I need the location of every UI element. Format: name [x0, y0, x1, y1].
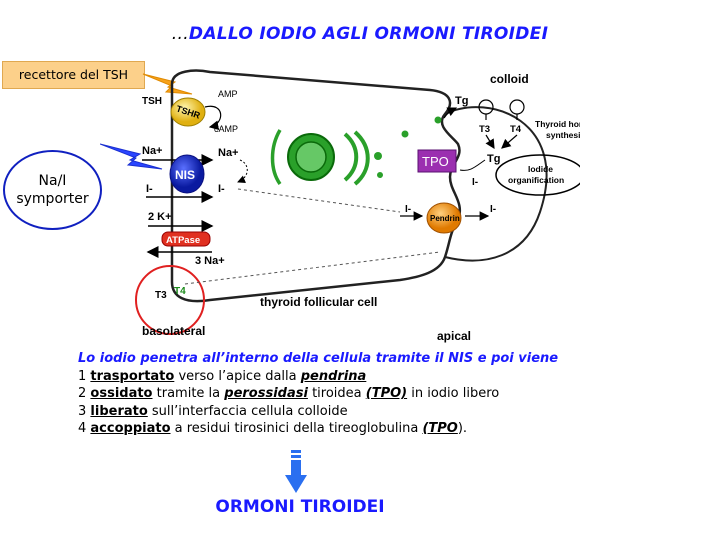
synthesis-line-2: synthesis	[546, 130, 580, 140]
sodium-3-text: 3 Na+	[195, 255, 225, 267]
organification-line-2: organification	[508, 175, 564, 185]
symporter-label-2: symporter	[16, 191, 89, 207]
caption-intro: Lo iodio penetra all’interno della cellu…	[78, 351, 559, 366]
cell-membrane	[170, 69, 461, 303]
caption-step-3: 3 liberato sull’interfaccia cellula coll…	[78, 403, 348, 419]
organification-ellipse	[495, 154, 580, 196]
iodide-pendrin-in-text: I-	[405, 204, 411, 215]
caption-step-2: 2 ossidato tramite la perossidasi tiroid…	[78, 386, 500, 401]
nis-lightning-icon	[100, 143, 163, 170]
na-plus-inner-text: Na+	[218, 147, 239, 159]
symporter-bubble: Na/I symporter	[3, 150, 102, 230]
colloid-text: colloid	[490, 72, 529, 86]
pendrin-transporter	[426, 202, 462, 234]
pendrin-text: Pendrin	[430, 214, 460, 223]
colloid-boundary	[444, 106, 548, 262]
tsh-lightning-icon	[142, 73, 193, 95]
nis-transporter	[169, 154, 205, 194]
iodide-outer-text: I-	[146, 183, 153, 195]
tpo-enzyme	[417, 149, 457, 173]
tpo-text: TPO	[422, 154, 449, 169]
er-organelle	[343, 132, 359, 182]
iodide-pendrin-out-text: I-	[490, 204, 496, 215]
caption-block: Lo iodio penetra all’interno della cellu…	[78, 350, 708, 438]
symporter-label-1: Na/I	[38, 173, 67, 189]
hormone-release-highlight	[135, 265, 205, 335]
arrow-down-icon	[285, 450, 307, 493]
page-title: ...DALLO IODIO AGLI ORMONI TIROIDEI	[171, 24, 549, 44]
tg-lower-text: Tg	[487, 153, 500, 165]
iodide-colloid-text: I-	[472, 177, 478, 188]
na-plus-outer-text: Na+	[142, 145, 163, 157]
t3-basolateral-text: T3	[155, 290, 167, 301]
t4-basolateral-text: T4	[174, 286, 186, 297]
tsh-receptor-label: recettore del TSH	[2, 61, 145, 89]
tsh-text: TSH	[142, 96, 162, 107]
synthesis-line-1: Thyroid hormone	[535, 119, 580, 129]
nis-text: NIS	[175, 168, 195, 182]
tg-top-text: Tg	[455, 95, 468, 107]
potassium-text: 2 K+	[148, 211, 172, 223]
cell-label: thyroid follicular cell	[260, 295, 377, 309]
atpase-text: ATPase	[166, 235, 200, 246]
organification-line-1: Iodide	[528, 164, 553, 174]
atpase-pump	[161, 231, 211, 247]
thyroid-cell-diagram: TSH TSHR AMP cAMP Na+ Na+ NIS I- I- 2 K+…	[100, 69, 580, 343]
tshr-receptor	[170, 97, 206, 127]
result-title: ORMONI TIROIDEI	[215, 497, 385, 517]
iodide-inner-text: I-	[218, 183, 225, 195]
caption-step-1: 1 trasportato verso l’apice dalla pendri…	[78, 368, 367, 384]
apical-label: apical	[437, 329, 471, 343]
camp-text: cAMP	[214, 124, 238, 134]
caption-step-4: 4 accoppiato a residui tirosinici della …	[78, 421, 468, 436]
t3-colloid-text: T3	[479, 124, 490, 135]
t4-colloid-text: T4	[510, 124, 522, 135]
amp-text: AMP	[218, 89, 238, 99]
basolateral-label: basolateral	[142, 324, 205, 338]
